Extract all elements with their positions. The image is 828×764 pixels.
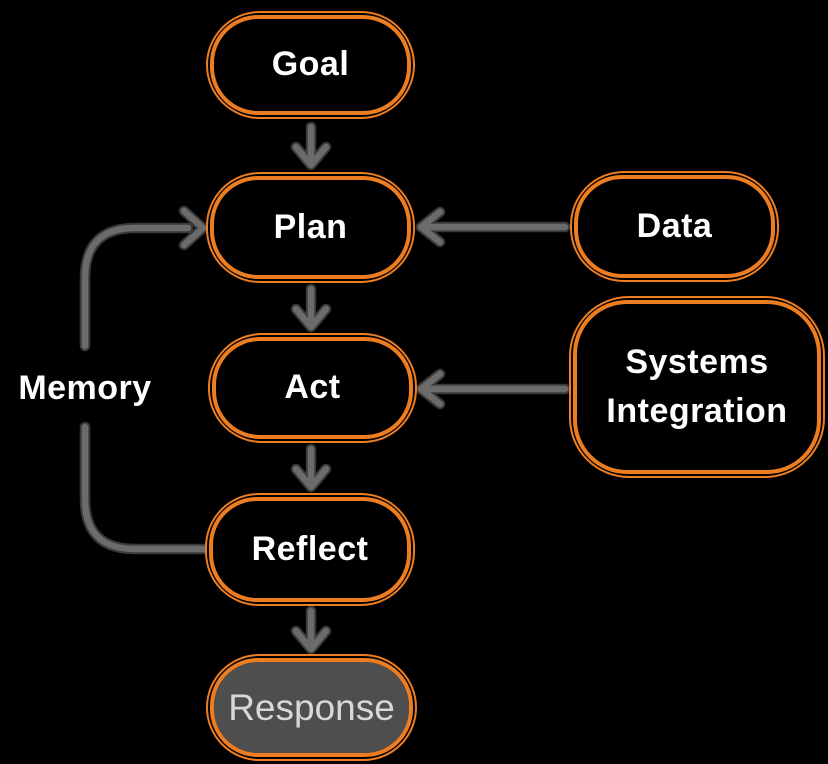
node-response: Response [206, 654, 417, 761]
node-response-label: Response [228, 686, 395, 728]
node-act-label: Act [284, 368, 341, 407]
node-act: Act [208, 333, 417, 443]
arrow-reflect-to-response [290, 605, 332, 655]
arrow-goal-to-plan [290, 121, 332, 171]
node-data: Data [570, 171, 779, 282]
memory-loop-lower [79, 421, 213, 555]
node-systems-integration: Systems Integration [569, 296, 825, 478]
arrow-systems-integration-to-act [415, 368, 571, 410]
node-systems-integration-label: Systems Integration [606, 342, 788, 430]
node-data-label: Data [636, 206, 713, 245]
arrow-data-to-plan [415, 206, 571, 248]
node-goal-label: Goal [271, 45, 350, 84]
node-reflect: Reflect [205, 493, 415, 606]
memory-loop-upper-arrow [79, 205, 209, 352]
node-reflect-label: Reflect [251, 529, 369, 568]
arrow-act-to-reflect [290, 443, 332, 493]
node-plan: Plan [206, 172, 415, 283]
node-plan-label: Plan [273, 207, 348, 246]
memory-label: Memory [18, 369, 152, 407]
node-goal: Goal [206, 11, 415, 119]
arrow-plan-to-act [290, 283, 332, 333]
